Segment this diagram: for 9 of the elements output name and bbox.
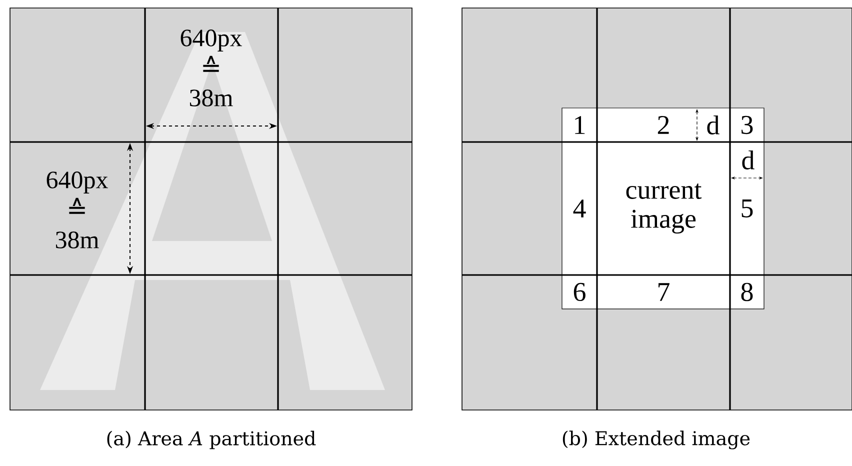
caption: (a) Area A partitioned: [107, 430, 316, 450]
dimension-label: 640px ≙ 38m: [46, 172, 108, 248]
dimension-label: d: [707, 115, 720, 134]
caption: (b) Extended image: [562, 430, 750, 450]
dimension-label: d: [742, 150, 754, 170]
dimension-label: 640px ≙ 38m: [180, 30, 242, 106]
image-tile: 3: [730, 108, 764, 142]
image-tile: 1: [562, 108, 598, 142]
image-tile: 6: [562, 274, 598, 310]
